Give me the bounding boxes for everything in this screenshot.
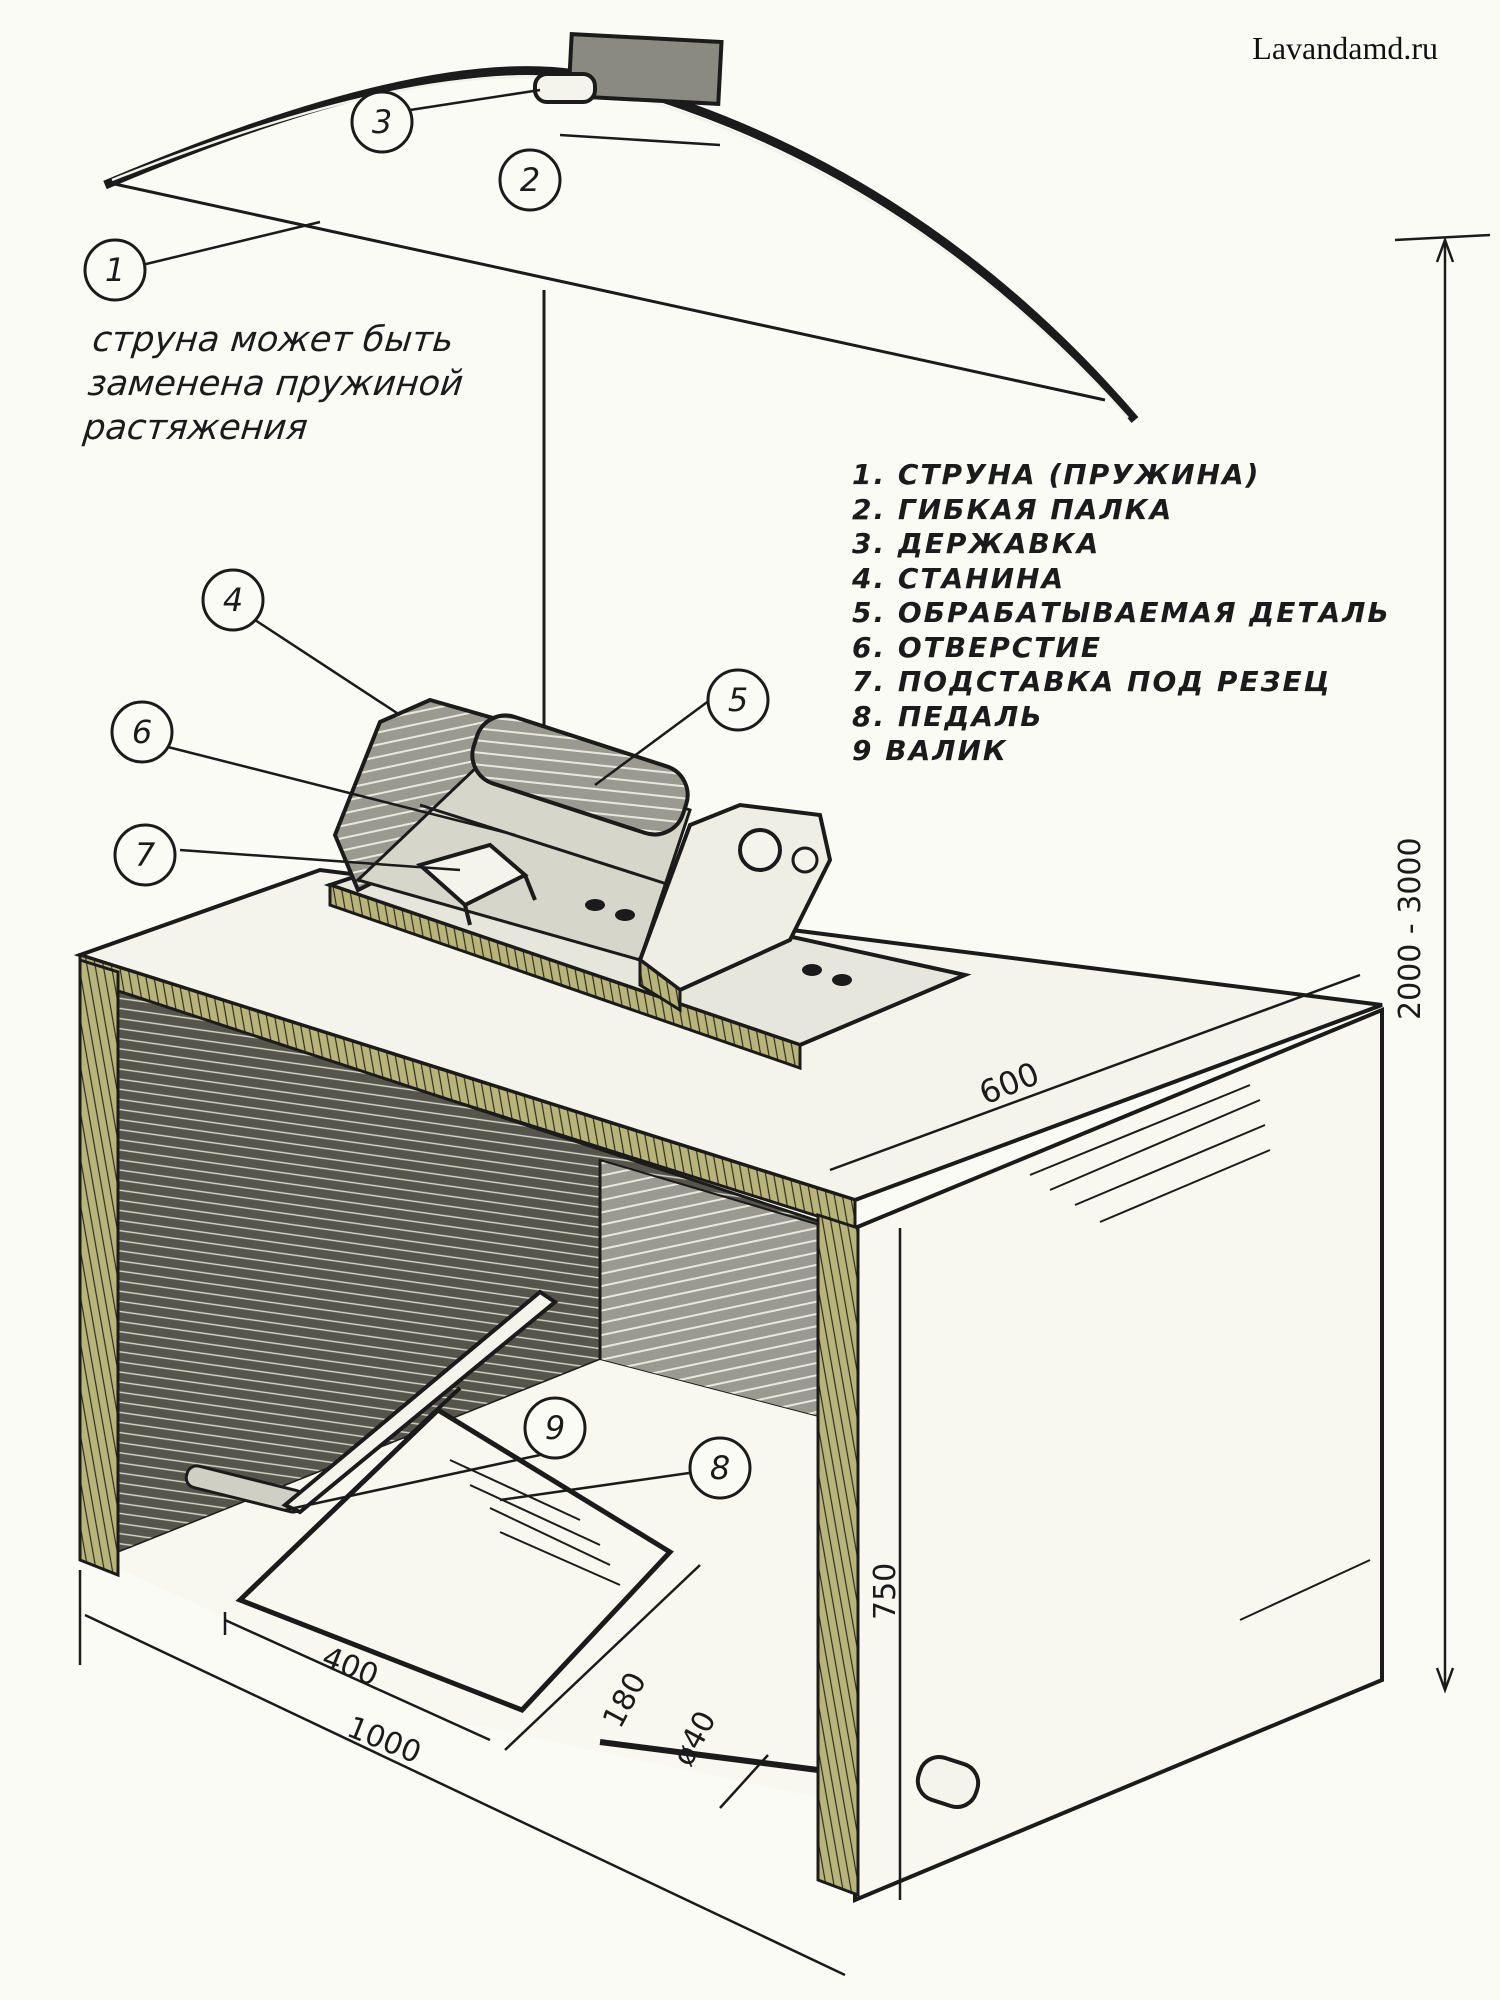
note-line-1: струна может быть: [90, 320, 456, 360]
dimension-lines: [78, 233, 1491, 1977]
callout-6: 6: [110, 700, 174, 764]
svg-text:5: 5: [728, 681, 748, 719]
svg-text:2: 2: [520, 161, 540, 199]
svg-text:7: 7: [135, 836, 156, 874]
leader-lines: [141, 88, 721, 1512]
lathe-base-front: [328, 882, 802, 1071]
tailstock: [637, 802, 833, 993]
callout-8: 8: [688, 1436, 752, 1500]
bow-assembly: [103, 32, 1139, 780]
callout-7: 7: [113, 823, 177, 887]
legend-item: 4. СТАНИНА: [852, 561, 1066, 595]
hole-6a: [585, 899, 605, 911]
watermark: Lavandamd.ru: [1252, 30, 1438, 66]
callout-4: 4: [201, 568, 265, 632]
legend-item: 5. ОБРАБАТЫВАЕМАЯ ДЕТАЛЬ: [852, 596, 1391, 629]
callout-1: 1: [83, 238, 147, 302]
dim-height-total: 2000 - 3000: [1393, 837, 1428, 1020]
right-panel-shading: [1029, 1084, 1371, 1621]
base-hole-a: [802, 964, 822, 976]
workpiece-5: [470, 713, 690, 837]
tailstock-spindle: [738, 828, 782, 872]
legend-item: 9 ВАЛИК: [852, 734, 1008, 767]
legend-item: 7. ПОДСТАВКА ПОД РЕЗЕЦ: [852, 665, 1332, 698]
svg-text:9: 9: [545, 1409, 565, 1447]
note-line-2: заменена пружиной: [85, 364, 466, 404]
ceiling-plate: [566, 32, 724, 106]
table-left-leg: [78, 957, 120, 1578]
legend-item: 6. ОТВЕРСТИЕ: [852, 630, 1102, 664]
roller-end-cap: [915, 1755, 981, 1809]
roller-shaft: [599, 1739, 819, 1773]
hole-6b: [615, 909, 635, 921]
dim-width: 1000: [342, 1710, 426, 1771]
legend-item: 3. ДЕРЖАВКА: [852, 527, 1101, 560]
legend-item: 8. ПЕДАЛЬ: [852, 699, 1044, 733]
base-hole-b: [832, 974, 852, 986]
pedal-8: [235, 1406, 674, 1713]
lathe: [323, 697, 972, 1071]
pedal-arm: [281, 1289, 559, 1515]
tailstock-handle: [791, 846, 819, 874]
legend-item: 2. ГИБКАЯ ПАЛКА: [852, 492, 1174, 526]
callout-3: 3: [350, 90, 414, 154]
tool-rest-post: [463, 874, 537, 926]
svg-text:8: 8: [710, 1449, 730, 1487]
holder: [533, 72, 597, 104]
parts-legend: 1. СТРУНА (ПРУЖИНА) 2. ГИБКАЯ ПАЛКА 3. Д…: [852, 458, 1391, 769]
string-note: струна может быть заменена пружиной раст…: [81, 318, 470, 450]
svg-text:4: 4: [223, 581, 243, 619]
svg-text:3: 3: [372, 103, 392, 141]
tailstock-side: [638, 957, 682, 1013]
dim-table-height: 750: [868, 1563, 903, 1620]
note-line-3: растяжения: [81, 408, 310, 448]
legend-item: 1. СТРУНА (ПРУЖИНА): [852, 458, 1261, 491]
callout-5: 5: [706, 668, 770, 732]
bed-rail-line: [419, 803, 671, 887]
string: [109, 181, 1106, 402]
svg-text:6: 6: [132, 713, 152, 751]
callout-2: 2: [498, 148, 562, 212]
table-front-right-leg: [816, 1212, 860, 1898]
svg-text:1: 1: [105, 251, 125, 289]
callout-9: 9: [523, 1396, 587, 1460]
pedal-assembly: [184, 1289, 981, 1809]
